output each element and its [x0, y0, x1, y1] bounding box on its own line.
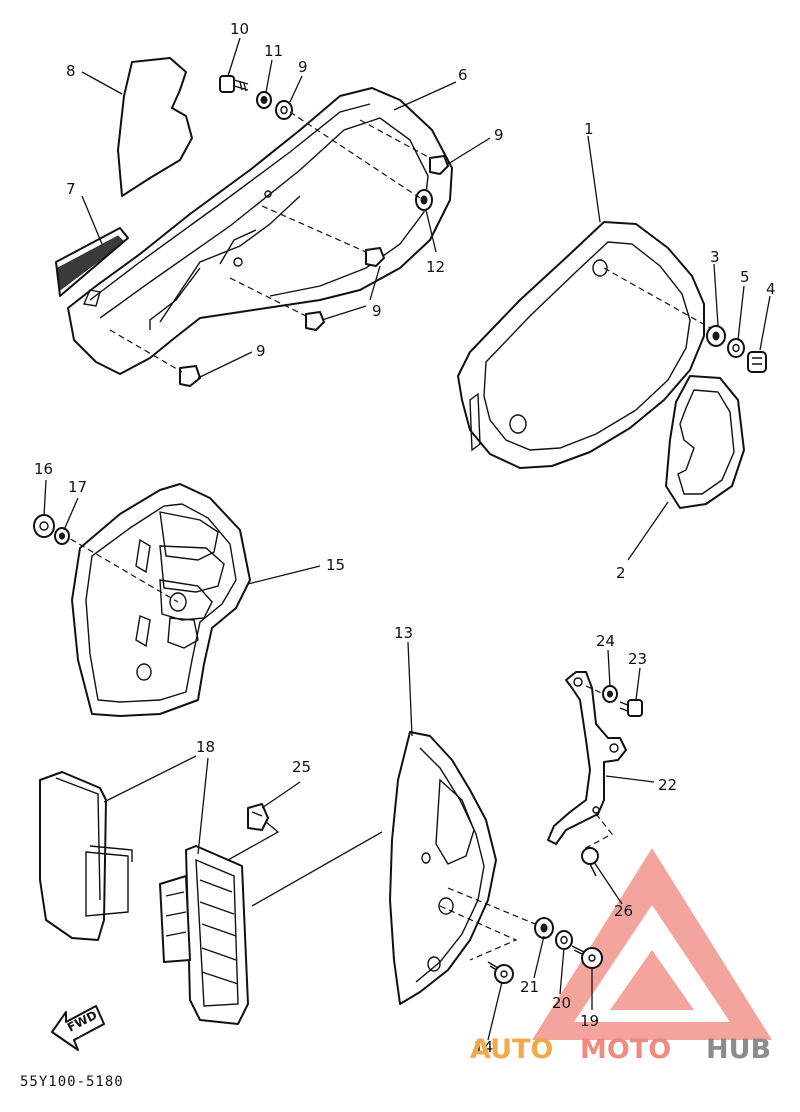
- align-line-6d: [229, 277, 307, 317]
- align-line-16: [61, 533, 179, 603]
- part-20-bolt: [571, 945, 603, 969]
- callout-20: 19: [580, 1012, 599, 1030]
- align-line-14b: [439, 905, 518, 961]
- callout-5: 5: [740, 268, 750, 286]
- part-25-washer: [602, 685, 618, 703]
- fwd-arrow: FWD: [51, 1005, 105, 1051]
- part-18-washer: [54, 527, 70, 545]
- align-line-14a: [447, 887, 541, 927]
- align-line-6e: [109, 329, 183, 373]
- watermark-moto: MOTO: [580, 1034, 671, 1065]
- part-24-bolt: [619, 699, 643, 717]
- callout-2: 2: [616, 564, 626, 582]
- callout-9-b: 9: [372, 302, 382, 320]
- callout-6: 6: [458, 66, 468, 84]
- align-line-6b: [359, 119, 431, 159]
- part-27-bolt: [581, 847, 599, 877]
- part-19-panel: [39, 771, 133, 941]
- part-7-strip: [55, 227, 129, 297]
- part-14-side-panel: [389, 731, 497, 1005]
- callout-25: 24: [596, 632, 615, 650]
- leader-26-to-19: [227, 821, 280, 861]
- callout-1: 1: [584, 120, 594, 138]
- part-9-grommet-a: [429, 155, 449, 175]
- part-11-bolt: [219, 75, 249, 93]
- part-1-number-plate: [457, 221, 705, 469]
- part-17-bolt: [33, 514, 55, 538]
- leader-14-to-19: [251, 831, 383, 907]
- part-22-grommet: [534, 917, 554, 939]
- callout-21: 20: [552, 994, 571, 1012]
- callout-27: 26: [614, 902, 633, 920]
- callout-16: 15: [326, 556, 345, 574]
- part-9-grommet-d: [179, 365, 201, 387]
- callout-26: 25: [292, 758, 311, 776]
- part-23-bracket: [547, 671, 627, 845]
- callout-23: 22: [658, 776, 677, 794]
- watermark-logo: AUTO MOTO HUB: [470, 1034, 771, 1065]
- callout-4: 4: [766, 280, 776, 298]
- align-line-6c: [261, 205, 367, 253]
- watermark-auto: AUTO: [470, 1034, 553, 1065]
- callout-9-c: 9: [256, 342, 266, 360]
- callout-19: 18: [196, 738, 215, 756]
- leader-lines: [43, 37, 771, 1041]
- part-9-grommet-c: [305, 311, 325, 331]
- part-2-number-decal: [665, 375, 745, 509]
- align-line-1: [603, 267, 715, 331]
- part-5-washer: [727, 338, 745, 358]
- part-12-washer: [256, 91, 272, 109]
- callout-7: 7: [66, 180, 76, 198]
- callout-18: 17: [68, 478, 87, 496]
- part-10-washer: [275, 100, 293, 120]
- part-16-side-cover: [71, 483, 251, 717]
- callout-24: 23: [628, 650, 647, 668]
- part-9-grommet-b: [365, 247, 385, 267]
- callout-22: 21: [520, 978, 539, 996]
- part-3-washer: [706, 325, 726, 347]
- callout-12: 11: [264, 42, 283, 60]
- callout-13: 12: [426, 258, 445, 276]
- watermark-hub: HUB: [706, 1034, 771, 1065]
- part-4-bolt: [747, 351, 767, 373]
- part-19-grille: [159, 845, 249, 1025]
- part-6-side-cover: [67, 87, 453, 375]
- part-code-label: 55Y100-5180: [20, 1074, 124, 1090]
- part-15-bolt: [487, 961, 514, 984]
- callout-8: 8: [66, 62, 76, 80]
- callout-11: 10: [230, 20, 249, 38]
- callout-10: 9: [298, 58, 308, 76]
- callout-17: 16: [34, 460, 53, 478]
- part-26-clip: [247, 803, 269, 831]
- part-8-decal: [117, 57, 193, 197]
- part-13-washer: [415, 189, 433, 211]
- callout-14: 13: [394, 624, 413, 642]
- part-21-collar: [555, 930, 573, 950]
- align-line-6a: [289, 111, 421, 199]
- callout-15: 14: [474, 1038, 493, 1056]
- callout-numbers: 8 7 10 11 9 6 9 12 9 9 1 3 5 4 2 15 16 1…: [34, 20, 776, 1056]
- callout-3: 3: [710, 248, 720, 266]
- align-line-23b: [581, 813, 613, 851]
- callout-9-a: 9: [494, 126, 504, 144]
